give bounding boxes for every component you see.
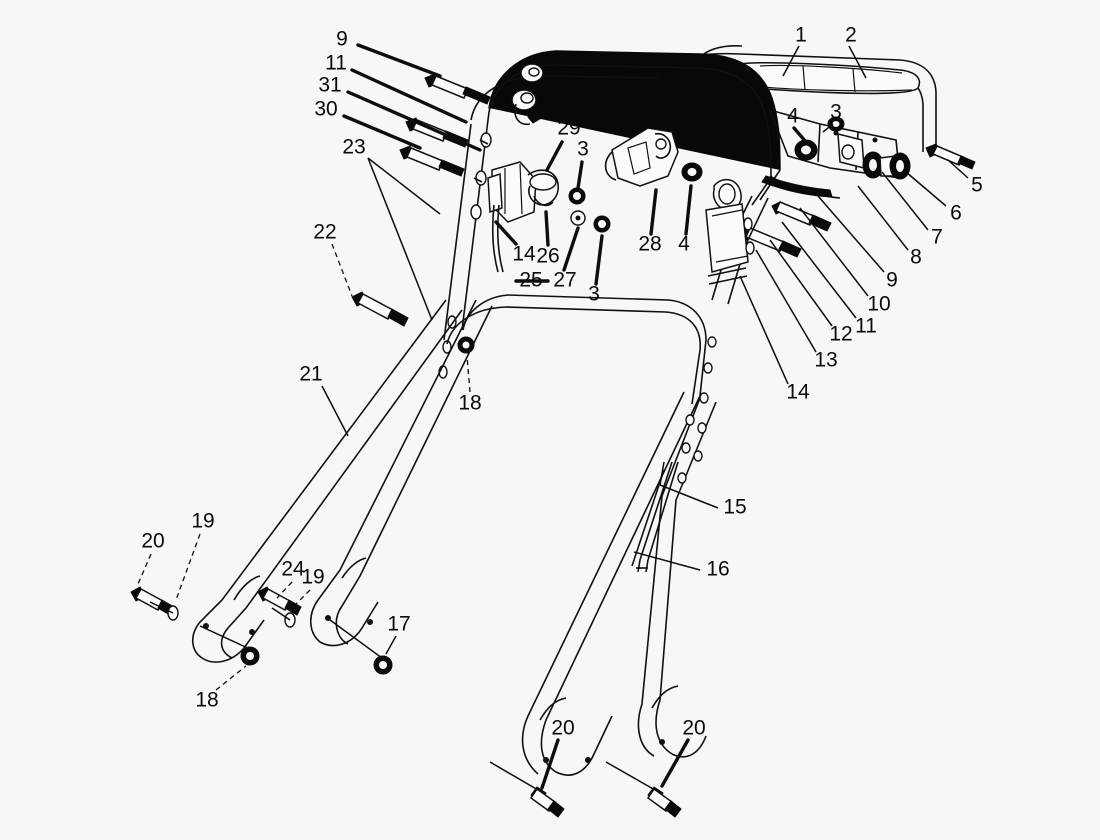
callout-12: 12 (829, 323, 852, 346)
callout-20-bottom-right: 20 (682, 717, 705, 740)
control-lever-bracket (487, 63, 559, 273)
callout-28: 28 (638, 233, 661, 256)
spacer-6 (862, 151, 884, 179)
bolt-9 (424, 73, 491, 105)
callout-18-upper: 18 (458, 392, 481, 415)
callout-19-left: 19 (191, 510, 214, 533)
bolt-20-bottom-right (646, 786, 682, 818)
bolt-20-bottom-left (529, 786, 565, 818)
right-long-rails (521, 391, 717, 776)
callout-3-lower: 3 (588, 283, 600, 306)
washer-4-right (794, 139, 818, 161)
callout-7: 7 (931, 226, 943, 249)
nut-17-bottom (373, 655, 393, 675)
callout-3-upper: 3 (577, 138, 589, 161)
callout-1: 1 (795, 24, 807, 47)
callout-30: 30 (314, 98, 337, 121)
callout-24: 24 (281, 558, 305, 581)
callout-9-right: 9 (886, 269, 898, 292)
nut-3-upper (568, 187, 586, 205)
callout-9-left: 9 (336, 28, 348, 51)
callout-23: 23 (342, 136, 365, 159)
right-handle-column (705, 178, 769, 305)
callout-20-bottom-left: 20 (551, 717, 574, 740)
nut-3-lower (593, 215, 611, 233)
washer-27 (570, 210, 586, 226)
knob-5-shaft (879, 152, 911, 180)
callout-22: 22 (313, 221, 336, 244)
knob-washer-stack-right (794, 116, 911, 180)
callout-6: 6 (950, 202, 962, 225)
nut-18-upper (457, 336, 475, 354)
callout-29: 29 (557, 117, 580, 140)
lower-handle-loop (446, 294, 707, 405)
right-rail-holes (631, 336, 717, 573)
callout-8: 8 (910, 246, 922, 269)
callout-4-right: 4 (787, 105, 799, 128)
callout-25: 25 (519, 269, 542, 292)
bolt-30 (399, 145, 465, 177)
callout-10: 10 (867, 293, 890, 316)
nut-3-right (827, 116, 845, 132)
callout-4-center: 4 (678, 233, 690, 256)
callout-26: 26 (536, 245, 559, 268)
callout-19-right: 19 (301, 566, 324, 589)
callout-20-left: 20 (141, 530, 164, 553)
upper-handle-main-tube (443, 50, 781, 341)
callout-11-right: 11 (855, 315, 877, 338)
bolt-22 (351, 291, 409, 327)
callout-18-bottom: 18 (195, 689, 218, 712)
center-bracket-28 (604, 127, 679, 187)
callout-14-right: 14 (786, 381, 810, 404)
leader-lines (137, 43, 969, 791)
callout-14-center: 14 (512, 243, 536, 266)
handle-assembly-drawing (130, 45, 976, 818)
callout-16: 16 (706, 558, 729, 581)
callout-31: 31 (318, 74, 341, 97)
bolt-24-left (257, 586, 302, 616)
nut-18-bottom (240, 646, 260, 666)
left-long-rail-21 (191, 299, 463, 663)
callout-15: 15 (723, 496, 746, 519)
left-inner-rail (309, 299, 493, 647)
callout-3-right: 3 (830, 101, 842, 124)
callout-2: 2 (845, 24, 857, 47)
nut-cluster-center (568, 187, 611, 233)
washer-4-center (681, 162, 703, 182)
callout-27: 27 (553, 269, 576, 292)
callout-17: 17 (387, 613, 410, 636)
callout-13: 13 (814, 349, 837, 372)
callout-11-left: 11 (325, 52, 347, 75)
callout-5: 5 (971, 174, 983, 197)
callout-numbers: 1 2 9 11 31 30 23 29 3 4 3 5 6 7 8 9 10 … (141, 24, 983, 740)
bolt-5 (925, 143, 976, 170)
callout-21: 21 (299, 363, 322, 386)
